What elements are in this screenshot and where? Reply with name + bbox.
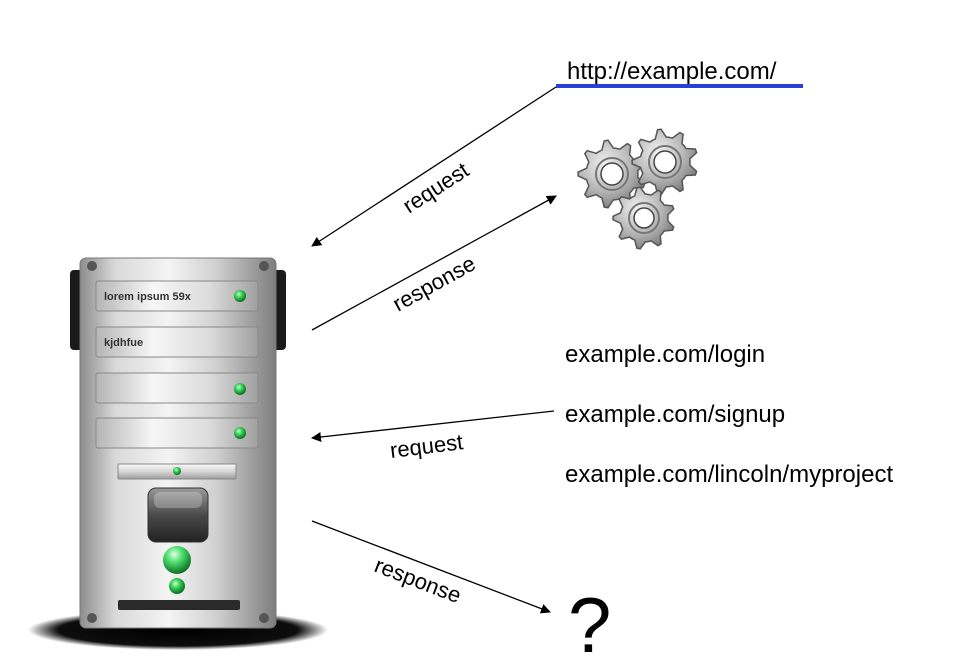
url-signup: example.com/signup	[565, 401, 785, 428]
bottom-response-label: response	[371, 552, 464, 608]
bottom-request-arrow	[311, 410, 555, 442]
server-icon: lorem ipsum 59x kjdhfue	[28, 257, 328, 650]
bottom-response-arrow	[311, 520, 551, 614]
gears-icon	[577, 128, 698, 250]
unknown-response-symbol: ?	[568, 581, 611, 667]
top-response-arrow	[311, 195, 557, 331]
top-response-label: response	[388, 251, 479, 317]
drive-label-2: kjdhfue	[104, 337, 143, 349]
top-url: http://example.com/	[567, 58, 777, 85]
top-request-arrow	[311, 86, 557, 247]
top-request-label: request	[398, 157, 473, 218]
drive-led-4	[234, 427, 246, 439]
bottom-request-label: request	[389, 429, 465, 463]
drive-led-3	[234, 383, 246, 395]
url-login: example.com/login	[565, 341, 765, 368]
drive-label-1: lorem ipsum 59x	[104, 291, 192, 303]
url-lincoln-myproject: example.com/lincoln/myproject	[565, 461, 893, 488]
drive-led-1	[234, 290, 246, 302]
power-led	[163, 546, 191, 574]
